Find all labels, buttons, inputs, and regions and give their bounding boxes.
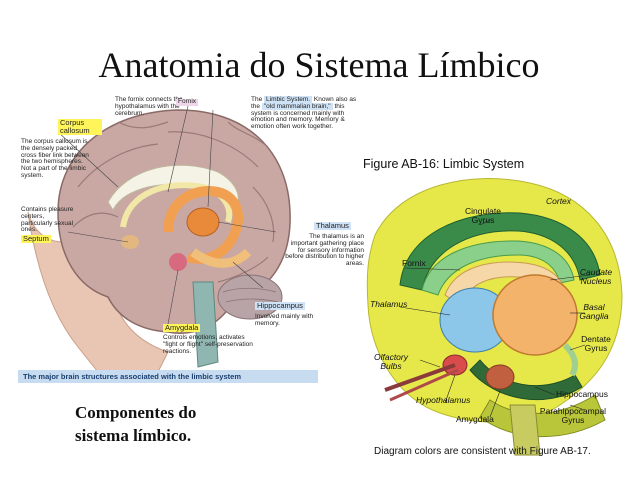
- hippocampus-desc: Involved mainly with memory.: [255, 313, 314, 327]
- amygdala-label: Amygdala: [163, 323, 201, 332]
- fornix-arc-right: [421, 240, 575, 296]
- label-hypothalamus: Hypothalamus: [416, 395, 471, 405]
- septum-label: Septum: [21, 234, 51, 243]
- right-brain-figure: Cortex Cingulate Gyrus Fornix Caudate Nu…: [360, 155, 630, 460]
- corpus-callosum-desc: The corpus callosum is the densely packe…: [21, 138, 89, 180]
- amygdala-desc: Controls emotions, activates "fight or f…: [163, 334, 253, 355]
- fornix-label: Fornix: [176, 98, 199, 106]
- label-caudate-nucleus: Caudate Nucleus: [579, 267, 613, 287]
- label-thalamus: Thalamus: [370, 299, 408, 309]
- label-hippocampus: Hippocampus: [556, 389, 608, 399]
- label-olfactory-bulbs: Olfactory Bulbs: [373, 352, 408, 372]
- right-figure-caption: Diagram colors are consistent with Figur…: [374, 446, 591, 457]
- left-figure-caption: The major brain structures associated wi…: [18, 370, 318, 383]
- dentate-gyrus: [562, 342, 579, 377]
- right-limbic-illustration: [366, 178, 623, 456]
- limbic-ring: [163, 186, 243, 264]
- septum: [121, 235, 139, 249]
- limbic-name: Limbic System.: [264, 96, 313, 103]
- limbic-desc: system is concerned mainly with emotion …: [251, 109, 345, 131]
- brainstem: [192, 281, 219, 368]
- thalamus-label: Thalamus: [314, 221, 351, 230]
- hippocampus: [190, 248, 252, 268]
- fornix-arc: [120, 182, 233, 228]
- left-brain-figure: The fornix connects the hypothalamus wit…: [18, 92, 364, 384]
- left-brain-illustration: [27, 105, 291, 373]
- corpus-callosum-label: Corpus callosum: [58, 119, 102, 135]
- pleasure-desc: Contains pleasure centers, particularly …: [21, 206, 74, 234]
- label-cingulate-gyrus: Cingulate Gyrus: [465, 206, 501, 226]
- label-amygdala: Amygdala: [456, 414, 494, 424]
- limbic-quote: "old mammalian brain,": [261, 102, 333, 110]
- olfactory-bulbs: [384, 363, 456, 392]
- components-caption: Componentes do sistema límbico.: [75, 403, 197, 445]
- thalamus-desc: The thalamus is an important gathering p…: [285, 233, 364, 268]
- limbic-known: Known also as the: [251, 96, 357, 110]
- fornix-desc: The fornix connects the hypothalamus wit…: [115, 96, 183, 117]
- cingulate-gyrus: [399, 212, 601, 291]
- label-cortex: Cortex: [546, 196, 572, 206]
- right-figure-heading: Figure AB-16: Limbic System: [363, 157, 525, 171]
- label-dentate-gyrus: Dentate Gyrus: [581, 334, 611, 354]
- thalamus: [186, 207, 220, 237]
- limbic-desc-block: The Limbic System. Known also as the "ol…: [251, 96, 361, 131]
- limbic-this: this: [334, 102, 345, 110]
- label-fornix: Fornix: [402, 258, 426, 268]
- label-parahippocampal-gyrus: Parahippocampal Gyrus: [539, 406, 607, 426]
- basal-ganglia: [492, 274, 578, 356]
- amygdala: [169, 253, 187, 271]
- limbic-intro: The: [251, 96, 263, 103]
- brainstem-right: [509, 404, 541, 456]
- amygdala-right: [485, 364, 515, 390]
- label-basal-ganglia: Basal Ganglia: [579, 302, 609, 322]
- slide-title: Anatomia do Sistema Límbico: [98, 45, 540, 85]
- hippocampus-label: Hippocampus: [255, 301, 305, 310]
